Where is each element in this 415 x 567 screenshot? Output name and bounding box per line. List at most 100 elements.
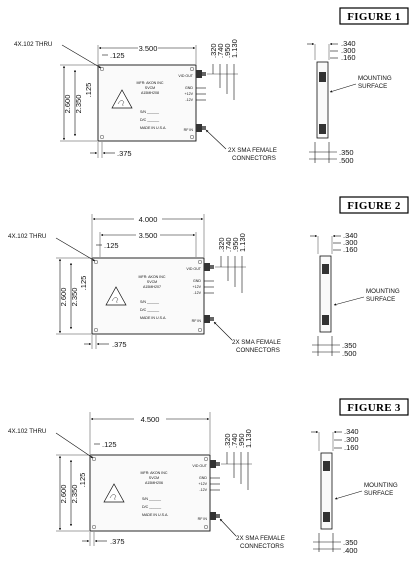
thru-note: 4X.102 THRU [8, 428, 46, 435]
figure-1-title-box [339, 7, 409, 25]
figure-2-title: FIGURE 2 [347, 200, 401, 212]
pin-terminals [196, 87, 206, 101]
side-dim: .400 [343, 546, 358, 555]
mounting-note: MOUNTING [358, 75, 392, 82]
side-dim: .160 [343, 245, 358, 254]
label-line: S/N ______ [140, 110, 160, 114]
label-line: MFR: AKON INC [139, 275, 166, 279]
figure-1: FIGURE 1 MFR: AKON INC SVCM A15MH208 S/N… [14, 7, 409, 165]
esd-warning-icon [111, 89, 133, 109]
right-dims: .320 .740 .950 1.130 [207, 39, 239, 100]
dim-right: .740 [224, 237, 233, 252]
dim-right: .740 [230, 433, 239, 448]
label-line: MADE IN U.S.A. [140, 126, 166, 130]
dim-right: .320 [217, 237, 226, 252]
port-label: +12V [185, 92, 194, 96]
side-dim: .500 [342, 349, 357, 358]
dim-right: .320 [209, 43, 218, 58]
fig1-mount-hole [99, 66, 104, 71]
side-view [310, 234, 341, 356]
dim-hole-edge: .125 [79, 276, 88, 291]
fig2-mount-hole [93, 328, 98, 333]
side-dim: .340 [344, 427, 359, 436]
mounting-note: MOUNTING [364, 482, 398, 489]
side-dim: .350 [343, 538, 358, 547]
side-dim: .340 [341, 39, 356, 48]
label-line: SVCM [145, 86, 155, 90]
port-label: -12V [199, 488, 207, 492]
side-dim: .300 [344, 435, 359, 444]
pin-terminals [210, 477, 220, 491]
port-label: VID OUT [178, 74, 193, 78]
label-line: MFR: AKON INC [137, 81, 164, 85]
dim-hole-offset: .125 [104, 241, 119, 250]
figure-3-title-box [339, 398, 409, 416]
dim-height: 2.600 [59, 485, 68, 504]
dim-width: 3.500 [139, 231, 158, 240]
label-line: SVCM [147, 280, 157, 284]
dim-right: .740 [216, 43, 225, 58]
fig1-housing [97, 64, 197, 142]
fig2-mount-hole [93, 260, 98, 265]
fig1-mount-hole [99, 134, 104, 139]
label-line: A15MH208 [141, 91, 159, 95]
dim-width: 3.500 [139, 44, 158, 53]
dim-hole-edge: .125 [84, 83, 93, 98]
dim-overall-width: 4.500 [141, 415, 160, 424]
sma-connector [210, 512, 220, 520]
dim-right: .950 [237, 433, 246, 448]
figure-1-title: FIGURE 1 [347, 11, 400, 23]
fig1-mount-hole [189, 66, 194, 71]
side-dim: .350 [342, 341, 357, 350]
right-dims: .320 .740 .950 1.130 [215, 233, 247, 293]
side-dim: .160 [344, 443, 359, 452]
side-view [311, 430, 342, 552]
figure-3: FIGURE 3 MFR: AKON INC SVCM A15MH206 S/N… [8, 398, 409, 555]
port-label: VID OUT [192, 464, 207, 468]
fig3-mount-hole [203, 525, 208, 530]
fig2-mount-hole [197, 260, 202, 265]
sma-connector [204, 315, 214, 323]
dim-hole-span: 2.350 [74, 95, 83, 114]
sma-connector [196, 70, 206, 78]
label-line: MADE IN U.S.A. [140, 316, 166, 320]
mounting-note: SURFACE [366, 296, 395, 303]
port-label: RF IN [184, 128, 194, 132]
label-line: MFR: AKON INC [141, 471, 168, 475]
port-label: GND [193, 279, 201, 283]
port-label: GND [185, 86, 193, 90]
thru-note: 4X.102 THRU [14, 41, 52, 48]
dim-height: 2.600 [59, 288, 68, 307]
port-label: -12V [185, 98, 193, 102]
label-line: D/C ______ [140, 308, 160, 312]
mounting-note: SURFACE [364, 490, 393, 497]
connector-note: 2X SMA FEMALE [236, 535, 285, 542]
dim-bottom: .375 [110, 537, 125, 546]
side-dim: .160 [341, 53, 356, 62]
thru-note: 4X.102 THRU [8, 233, 46, 240]
dim-right: .950 [223, 43, 232, 58]
dim-bottom: .375 [117, 149, 132, 158]
fig3-mount-hole [91, 525, 96, 530]
dim-height: 2.600 [63, 95, 72, 114]
port-label: RF IN [192, 319, 202, 323]
connector-note: CONNECTORS [236, 347, 280, 354]
label-line: A15MH206 [145, 481, 163, 485]
fig1-mount-hole [189, 134, 194, 139]
port-label: VID OUT [186, 267, 201, 271]
side-dim: .500 [339, 156, 354, 165]
connector-note: 2X SMA FEMALE [228, 147, 277, 154]
dim-right: .950 [231, 237, 240, 252]
label-line: S/N ______ [142, 497, 162, 501]
dim-hole-edge: .125 [78, 473, 87, 488]
fig2-mount-hole [197, 328, 202, 333]
port-label: GND [199, 476, 207, 480]
dim-overall-width: 4.000 [139, 215, 158, 224]
dim-right: 1.130 [244, 429, 253, 448]
figure-3-title: FIGURE 3 [347, 402, 401, 414]
side-dim: .340 [343, 231, 358, 240]
side-dim: .300 [343, 238, 358, 247]
label-line: S/N ______ [140, 300, 160, 304]
label-line: MADE IN U.S.A. [142, 513, 168, 517]
